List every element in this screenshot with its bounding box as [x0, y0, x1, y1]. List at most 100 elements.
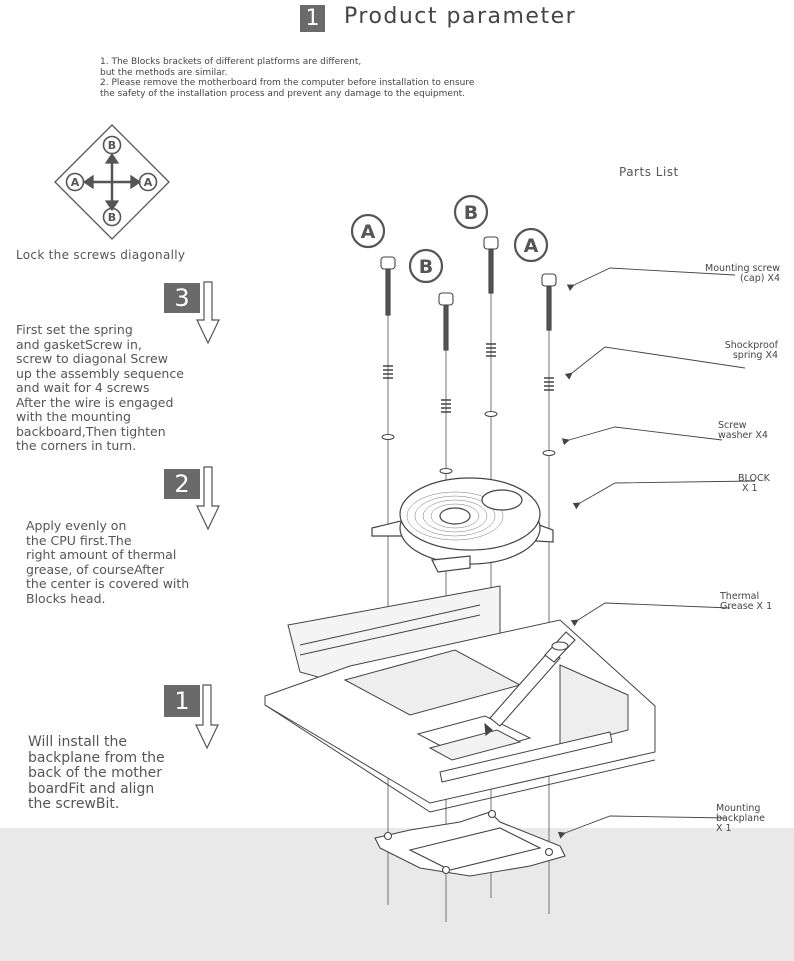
screw-label-circle-b-2: [453, 194, 489, 230]
part-line: spring X4: [732, 350, 778, 361]
washer-1: [381, 434, 395, 440]
diagonal-lock-diagram: [54, 124, 170, 240]
part-line: X 1: [742, 483, 758, 494]
note-line: but the methods are similar.: [100, 67, 228, 78]
step-line: screw to diagonal Screw: [16, 351, 168, 366]
diagram-caption: Lock the screws diagonally: [16, 248, 186, 262]
circle-a-left: [65, 172, 85, 192]
step1-number-box: 1: [164, 685, 200, 717]
step-line: the center is covered with: [26, 576, 190, 591]
part-line: X 1: [716, 823, 732, 834]
motherboard: [264, 585, 656, 813]
circle-a-right: [138, 172, 158, 192]
screw-label-a-1: A: [361, 221, 376, 243]
part-line: Grease X 1: [720, 601, 773, 612]
thermal-grease-syringe: [484, 631, 576, 737]
page-title: Product parameter: [344, 4, 577, 29]
arrow-up-icon: [104, 152, 120, 164]
screw-label-circle-b-1: [408, 248, 444, 284]
diagram-label-bottom: B: [108, 211, 116, 224]
step2-down-arrow-icon: [196, 466, 220, 531]
callout-thermal-grease: [570, 602, 731, 627]
diagram-label-left: A: [71, 176, 80, 189]
arrow-left-icon: [82, 174, 94, 190]
step-line: Will install the: [28, 734, 127, 750]
step-line: Apply evenly on: [26, 518, 127, 533]
mounting-screw-2: [438, 292, 454, 351]
step-line: up the assembly sequence: [16, 365, 184, 381]
screw-label-b-1: B: [419, 256, 433, 278]
circle-b-top: [102, 135, 122, 155]
step-line: right amount of thermal: [26, 547, 177, 562]
diagram-label-right: A: [144, 176, 153, 189]
step-line: boardFit and align: [28, 780, 155, 797]
parts-list-title: Parts List: [619, 165, 679, 179]
step-line: grease, of courseAfter: [26, 561, 165, 577]
callout-mounting-screw: [566, 267, 736, 291]
step-line: with the mounting: [16, 409, 131, 424]
step-line: the screwBit.: [28, 796, 120, 812]
step3-number-box: 3: [164, 283, 200, 313]
arrow-right-icon: [130, 174, 142, 190]
step-line: and gasketScrew in,: [16, 336, 142, 352]
spring-1: [383, 365, 393, 379]
step2-number-box: 2: [164, 469, 200, 499]
callout-block: [572, 480, 756, 510]
part-line: BLOCK: [738, 473, 770, 484]
part-line: washer X4: [718, 430, 768, 441]
washer-2: [439, 468, 453, 474]
circle-b-bottom: [102, 207, 122, 227]
spring-4: [544, 377, 554, 391]
mounting-screw-3: [483, 236, 499, 294]
part-line: Shockproof: [724, 340, 778, 351]
water-block: [371, 477, 554, 573]
note-line: 1. The Blocks brackets of different plat…: [100, 57, 362, 67]
step-line: and wait for 4 screws: [16, 380, 150, 395]
screw-label-circle-a-2: [513, 227, 549, 263]
part-line: Screw: [718, 420, 747, 431]
step-line: backboard,Then tighten: [16, 423, 166, 439]
callout-spring: [564, 346, 746, 380]
step-line: the corners in turn.: [16, 438, 137, 453]
step1-text: Will install the backplane from the back…: [28, 734, 165, 813]
screw-label-b-2: B: [464, 202, 478, 224]
step-line: the CPU first.The: [26, 532, 132, 548]
part-label-washer: Screw washer X4: [718, 421, 780, 441]
mounting-screw-4: [541, 273, 557, 331]
washer-4: [542, 450, 556, 456]
step-line: back of the mother: [28, 765, 163, 781]
title-number-box: 1: [300, 5, 325, 32]
spring-3: [486, 343, 496, 357]
step3-down-arrow-icon: [196, 281, 220, 345]
part-label-thermal-grease: Thermal Grease X 1: [720, 592, 772, 612]
note-line: 2. Please remove the motherboard from th…: [100, 78, 475, 88]
arrow-down-icon: [104, 200, 120, 212]
mounting-backplane: [374, 809, 566, 877]
part-label-block: BLOCK X 1: [738, 474, 770, 494]
part-line: Mounting screw: [705, 263, 780, 274]
part-line: backplane: [716, 813, 765, 824]
step3-text: First set the spring and gasketScrew in,…: [16, 322, 184, 454]
step-line: backplane from the: [28, 749, 165, 766]
callout-backplane: [557, 815, 728, 839]
spring-2: [441, 399, 451, 413]
part-line: (cap) X4: [739, 273, 780, 284]
part-line: Thermal: [720, 591, 760, 602]
diagram-label-top: B: [108, 139, 116, 152]
screw-label-circle-a-1: [350, 213, 386, 249]
step-line: First set the spring: [16, 322, 133, 337]
step-line: Blocks head.: [26, 590, 106, 606]
washer-3: [484, 411, 498, 417]
part-label-spring: Shockproof spring X4: [725, 341, 778, 361]
step1-down-arrow-icon: [195, 684, 219, 750]
callout-washer: [561, 426, 723, 446]
part-label-mounting-screw: Mounting screw (cap) X4: [705, 264, 780, 284]
installation-notes: 1. The Blocks brackets of different plat…: [100, 57, 660, 99]
step-line: After the wire is engaged: [16, 394, 174, 410]
step2-text: Apply evenly on the CPU first.The right …: [26, 518, 190, 606]
mounting-screw-1: [380, 256, 396, 316]
part-label-backplane: Mounting backplane X 1: [716, 804, 765, 834]
diamond-outline: [54, 124, 170, 240]
note-line: the safety of the installation process a…: [100, 88, 466, 99]
